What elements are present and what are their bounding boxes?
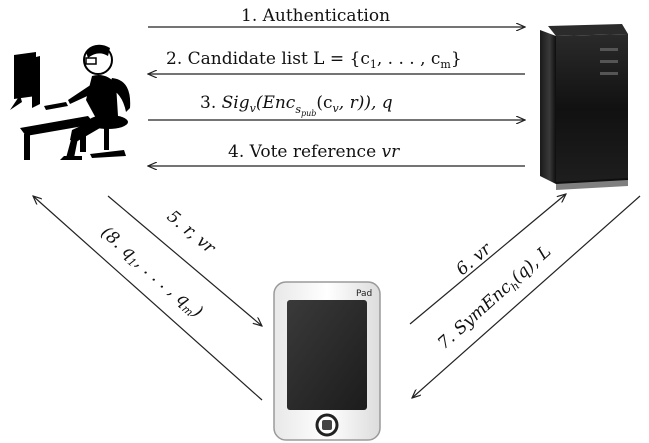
arrow-5 <box>107 195 262 326</box>
server-tower-icon <box>540 24 628 190</box>
message-7-label: 7. SymEnch(q), L <box>434 242 557 356</box>
message-5-label: 5. r, vr <box>163 207 220 259</box>
arrow-6 <box>409 194 566 325</box>
arrow-7 <box>412 195 641 398</box>
pad-label: Pad <box>356 289 372 299</box>
message-4-label: 4. Vote reference vr <box>228 142 400 162</box>
message-1-label: 1. Authentication <box>241 6 390 26</box>
message-6-label: 6. vr <box>452 239 496 280</box>
arrow-8 <box>33 196 263 401</box>
tablet-pad-icon: Pad <box>273 281 381 441</box>
voter-at-computer-icon <box>10 44 131 160</box>
message-3-label: 3. Sigv(Encspub(cv, r)), q <box>200 93 393 118</box>
message-2-label: 2. Candidate list L = {c1, . . . , cm} <box>166 49 462 71</box>
